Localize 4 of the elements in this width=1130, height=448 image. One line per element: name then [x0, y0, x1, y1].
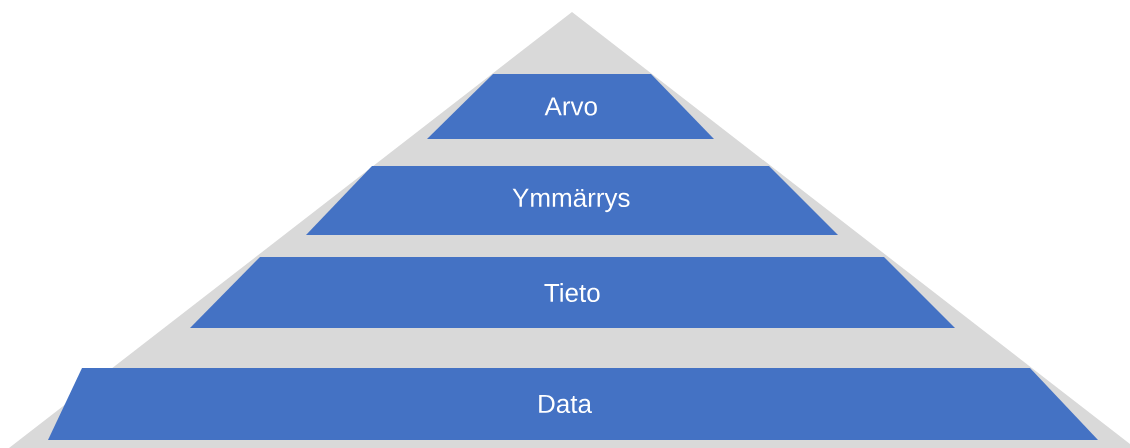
pyramid-level: Arvo	[427, 74, 714, 139]
pyramid-level: Tieto	[190, 257, 955, 328]
pyramid-level: Ymmärrys	[306, 166, 838, 235]
pyramid-level: Data	[48, 368, 1098, 440]
